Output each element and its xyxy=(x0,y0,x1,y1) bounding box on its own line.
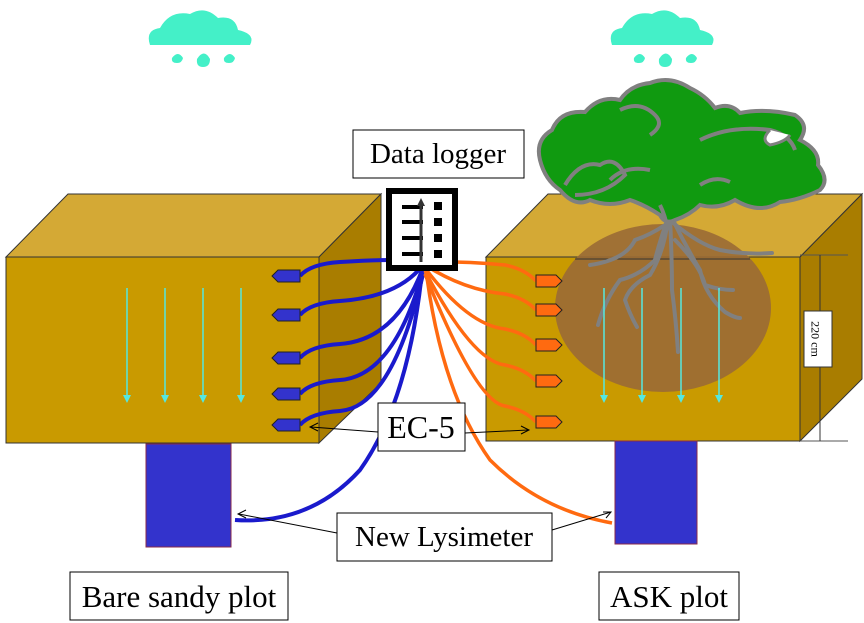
root-zone xyxy=(555,224,771,392)
rain-cloud-icon-left xyxy=(148,10,252,67)
plant-canopy-icon xyxy=(536,77,827,224)
flow-arrow-3 xyxy=(199,288,207,403)
data-logger-icon[interactable] xyxy=(386,188,458,271)
flow-arrow-4 xyxy=(715,288,723,403)
sensor-cable-orange-5 xyxy=(423,273,538,424)
ask-plot-lysimeter xyxy=(614,440,698,545)
flow-arrow-2 xyxy=(161,288,169,403)
ec5-sensor-blue-1 xyxy=(271,269,301,283)
plant-stem xyxy=(658,204,670,231)
ask-plot-label-box: ASK plot xyxy=(598,571,740,621)
flow-arrow-1 xyxy=(123,288,131,403)
ec5-label-group: EC-5 xyxy=(308,402,531,452)
sensor-cable-blue-3 xyxy=(298,267,425,360)
ask-plot-ec5-sensors xyxy=(535,274,563,429)
bare-plot-flow-arrows xyxy=(123,288,245,403)
sensor-cable-blue-4 xyxy=(298,270,425,396)
ask-plot-sensor-cables xyxy=(423,260,613,525)
rain-cloud-icon-right xyxy=(610,10,714,67)
flow-arrow-1 xyxy=(600,288,608,403)
sensor-cable-orange-4 xyxy=(423,270,538,383)
data-logger-label: Data logger xyxy=(370,138,506,170)
depth-indicator: 220 cm xyxy=(800,254,848,442)
ec5-sensor-blue-5 xyxy=(271,418,301,432)
flow-arrow-2 xyxy=(638,288,646,403)
sensor-cable-orange-3 xyxy=(423,266,538,347)
bare-plot-ec5-sensors xyxy=(271,269,301,432)
sensor-cable-blue-2 xyxy=(298,263,425,317)
flow-arrow-3 xyxy=(677,288,685,403)
ec5-sensor-blue-2 xyxy=(271,308,301,322)
ec5-sensor-orange-3 xyxy=(535,338,563,352)
ec5-sensor-orange-4 xyxy=(535,374,563,388)
ask-plot-flow-arrows xyxy=(600,288,723,403)
ec5-sensor-blue-3 xyxy=(271,351,301,365)
flow-arrow-4 xyxy=(237,288,245,403)
ec5-sensor-orange-1 xyxy=(535,274,563,288)
ec5-sensor-orange-5 xyxy=(535,415,563,429)
plant-roots xyxy=(588,216,774,354)
new-lysimeter-label: New Lysimeter xyxy=(355,521,533,553)
sensor-cable-orange-2 xyxy=(424,263,538,312)
sensor-cable-blue-5 xyxy=(298,273,425,427)
lysimeter-cable-blue xyxy=(234,261,425,523)
lysimeter-label-group: New Lysimeter xyxy=(236,509,613,562)
bare-plot-lysimeter xyxy=(145,443,232,548)
lysimeter-cable-orange xyxy=(423,261,613,525)
bare-plot-soil-box xyxy=(4,192,383,445)
ask-plot-label: ASK plot xyxy=(610,579,728,614)
ec5-label: EC-5 xyxy=(387,409,455,445)
bare-plot-label-box: Bare sandy plot xyxy=(69,571,289,621)
ec5-sensor-orange-2 xyxy=(535,303,563,317)
bare-plot-label: Bare sandy plot xyxy=(82,579,277,614)
data-logger-label-box: Data logger xyxy=(352,129,525,179)
ec5-sensor-blue-4 xyxy=(271,387,301,401)
depth-label: 220 cm xyxy=(808,321,822,357)
